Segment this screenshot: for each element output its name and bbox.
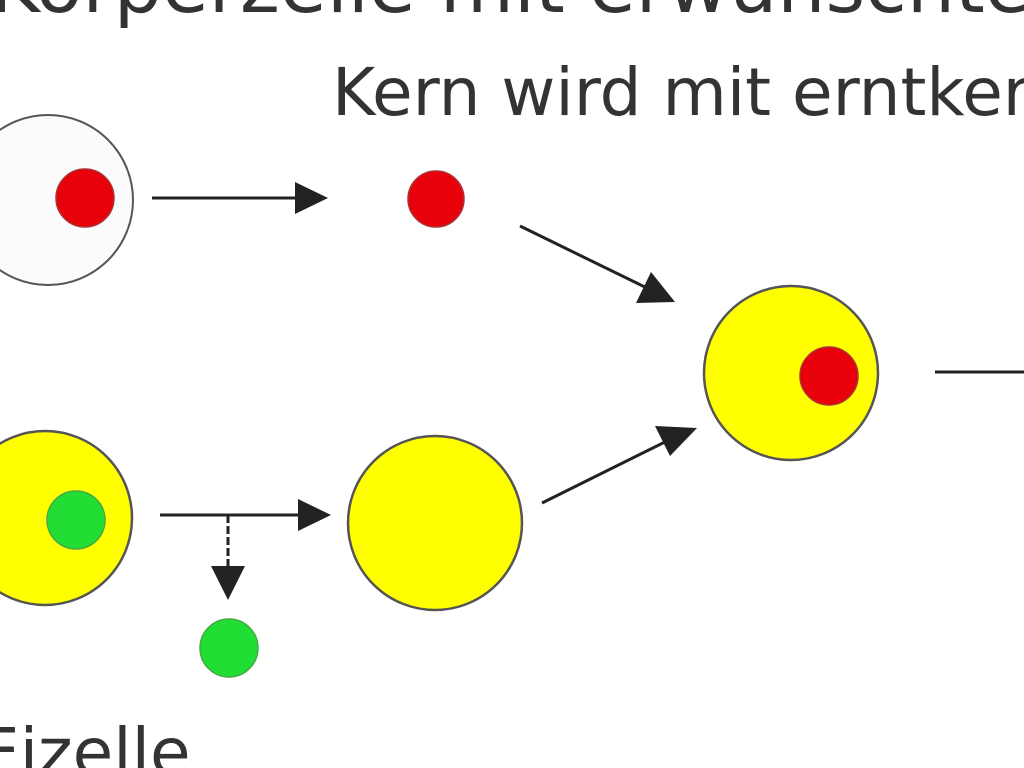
body-cell-nucleus [55, 168, 115, 228]
arrowhead [298, 499, 331, 531]
caption-nucleus: Kern wird mit erntkernter [332, 54, 1024, 131]
title-top: Körperzelle mit erwünschtem Merkmal [0, 0, 1024, 30]
caption-egg-cell: Eizelle [0, 714, 191, 768]
arrowhead [636, 272, 675, 303]
reconstructed-egg-cell [702, 284, 880, 462]
arrowhead [295, 182, 328, 214]
arrow-nucleus-to-egg [519, 224, 656, 294]
removed-nucleus [199, 618, 259, 678]
enucleated-egg-cell [346, 434, 524, 612]
egg-cell-nucleus [46, 490, 106, 550]
arrow-egg-to-reconstructed [541, 435, 676, 505]
transferred-nucleus [799, 346, 859, 406]
extracted-nucleus [407, 170, 465, 228]
arrowhead [211, 566, 245, 600]
arrowhead [655, 426, 697, 456]
